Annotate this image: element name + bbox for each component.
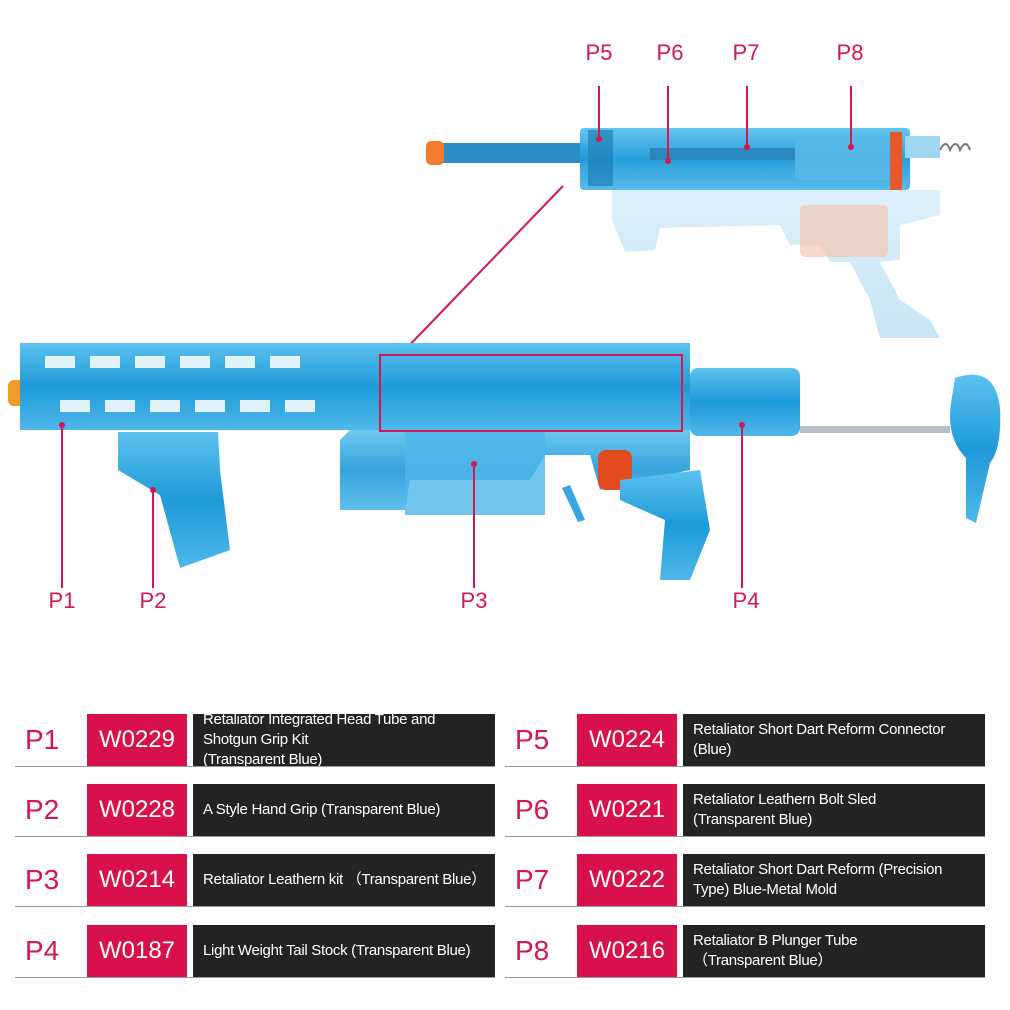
part-code: W0221 xyxy=(577,784,677,836)
part-id: P7 xyxy=(515,864,550,895)
part-code: W0224 xyxy=(577,714,677,766)
part-id: P3 xyxy=(25,864,60,895)
parts-row: P7 W0222 Retaliator Short Dart Reform (P… xyxy=(505,850,985,907)
callout-p3: P3 xyxy=(460,588,488,613)
callout-p8: P8 xyxy=(836,40,864,65)
part-id: P6 xyxy=(515,794,550,825)
main-blaster xyxy=(8,343,1001,588)
part-id: P1 xyxy=(25,724,60,755)
callout-p1: P1 xyxy=(48,588,76,613)
part-description: A Style Hand Grip (Transparent Blue) xyxy=(193,784,495,836)
callout-p7: P7 xyxy=(732,40,760,65)
part-description: Retaliator Leathern kit （Transparent Blu… xyxy=(193,854,495,906)
parts-row: P3 W0214 Retaliator Leathern kit （Transp… xyxy=(15,850,495,907)
part-code: W0214 xyxy=(87,854,187,906)
part-code: W0216 xyxy=(577,925,677,977)
parts-row: P8 W0216 Retaliator B Plunger Tube （Tran… xyxy=(505,921,985,978)
parts-row: P6 W0221 Retaliator Leathern Bolt Sled (… xyxy=(505,780,985,837)
part-code: W0187 xyxy=(87,925,187,977)
parts-row: P5 W0224 Retaliator Short Dart Reform Co… xyxy=(505,710,985,767)
parts-row: P1 W0229 Retaliator Integrated Head Tube… xyxy=(15,710,495,767)
part-description: Light Weight Tail Stock (Transparent Blu… xyxy=(193,925,495,977)
part-description: Retaliator Short Dart Reform (Precision … xyxy=(683,854,985,906)
part-id: P2 xyxy=(25,794,60,825)
part-description: Retaliator Integrated Head Tube and Shot… xyxy=(193,714,495,766)
part-code: W0229 xyxy=(87,714,187,766)
part-description: Retaliator Leathern Bolt Sled (Transpare… xyxy=(683,784,985,836)
part-id: P8 xyxy=(515,935,550,966)
callout-p5: P5 xyxy=(585,40,613,65)
exploded-assembly xyxy=(426,86,971,338)
part-id: P4 xyxy=(25,935,60,966)
part-description: Retaliator B Plunger Tube （Transparent B… xyxy=(683,925,985,977)
callout-p4: P4 xyxy=(732,588,760,613)
parts-row: P2 W0228 A Style Hand Grip (Transparent … xyxy=(15,780,495,837)
callout-p6: P6 xyxy=(656,40,684,65)
parts-row: P4 W0187 Light Weight Tail Stock (Transp… xyxy=(15,921,495,978)
part-code: W0228 xyxy=(87,784,187,836)
part-description: Retaliator Short Dart Reform Connector (… xyxy=(683,714,985,766)
part-code: W0222 xyxy=(577,854,677,906)
part-id: P5 xyxy=(515,724,550,755)
callout-p2: P2 xyxy=(139,588,167,613)
